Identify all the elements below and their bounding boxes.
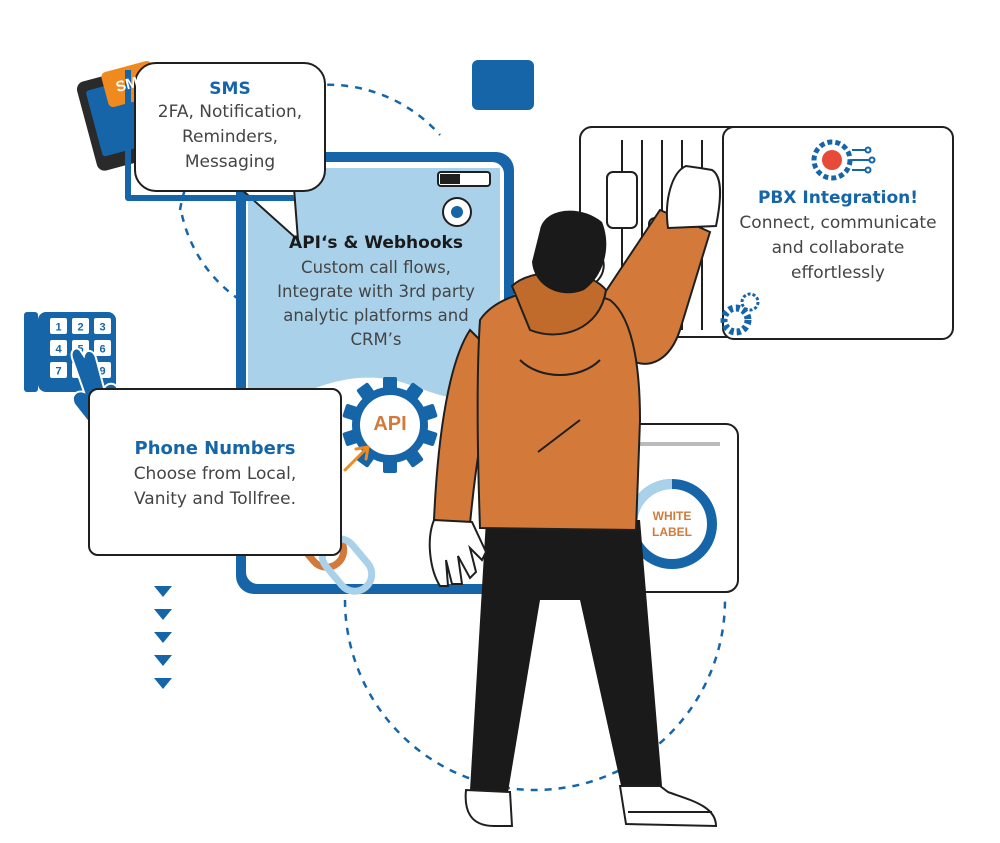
pbx-integration-card: PBX Integration! Connect, communicate an…	[722, 126, 954, 340]
phone-numbers-line-2: Vanity and Tollfree.	[133, 489, 296, 509]
keypad-key-label: 2	[77, 322, 83, 334]
white-label-line2: LABEL	[652, 525, 692, 539]
pbx-line-2: and collaborate	[771, 238, 905, 258]
keypad-key	[50, 318, 67, 334]
api-line-2: Integrate with 3rd party	[277, 282, 475, 301]
keypad: 123456789	[50, 318, 111, 378]
white-label-line1: WHITE	[653, 509, 692, 523]
api-line-4: CRM’s	[350, 330, 402, 349]
white-label-card-line	[640, 442, 720, 446]
keypad-key-label: 3	[99, 322, 105, 334]
api-gear-icon	[342, 377, 438, 473]
slider-knob	[606, 171, 638, 229]
device-screen-fill	[248, 168, 500, 407]
sms-bubble-shadow	[125, 70, 294, 201]
sms-title: SMS	[209, 79, 251, 99]
dashed-circle-bottom	[343, 599, 727, 792]
sms-line-2: Reminders,	[181, 127, 279, 147]
keypad-key	[72, 318, 89, 334]
pbx-title: PBX Integration!	[757, 188, 919, 208]
phone-numbers-card: Phone Numbers Choose from Local, Vanity …	[88, 388, 342, 556]
dashed-circle-top-left	[180, 214, 241, 302]
sms-line-1: 2FA, Notification,	[157, 102, 303, 122]
keypad-key	[50, 340, 67, 356]
keypad-key-label: 9	[99, 366, 105, 378]
sms-line-3: Messaging	[184, 152, 276, 172]
arrow-icon	[343, 445, 370, 472]
man-figure	[428, 164, 722, 828]
sms-card: SMS 2FA, Notification, Reminders, Messag…	[134, 62, 326, 192]
api-title: API‘s & Webhooks	[289, 233, 463, 253]
keypad-key	[94, 340, 111, 356]
api-line-3: analytic platforms and	[283, 306, 469, 325]
api-gear-label: API	[373, 413, 407, 435]
api-line-1: Custom call flows,	[301, 258, 451, 277]
pbx-line-3: effortlessly	[791, 263, 885, 283]
blue-square	[472, 60, 534, 110]
keypad-key-label: 6	[99, 344, 105, 356]
camera-lens	[451, 206, 463, 218]
api-webhooks-block: API‘s & Webhooks Custom call flows, Inte…	[256, 230, 496, 352]
chevron-down-icons	[154, 586, 172, 689]
phone-numbers-title: Phone Numbers	[134, 438, 296, 459]
keypad-key-label: 1	[55, 322, 61, 334]
phone-numbers-line-1: Choose from Local,	[133, 464, 297, 484]
keypad-key-label: 4	[55, 344, 62, 356]
keypad-key	[94, 318, 111, 334]
status-bar-fill	[440, 174, 460, 184]
keypad-key-label: 7	[55, 366, 61, 378]
keypad-key	[50, 362, 67, 378]
pbx-line-1: Connect, communicate	[739, 213, 937, 233]
